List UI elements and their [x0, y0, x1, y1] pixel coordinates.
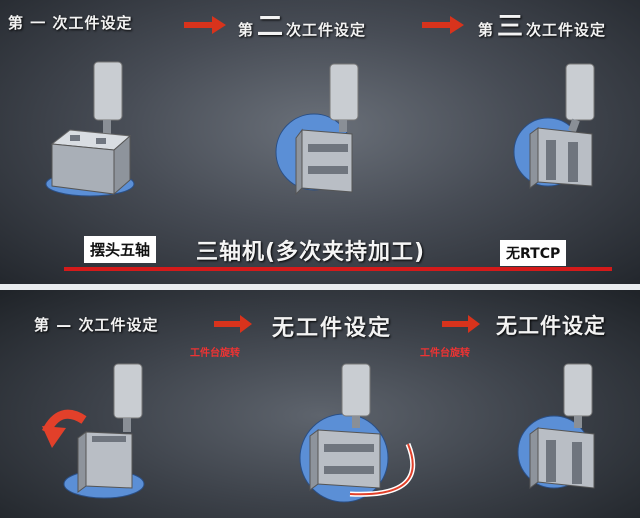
label-no-rtcp: 无RTCP: [500, 240, 567, 266]
top-panel: 第 一 次工件设定 第二次工件设定 第三次工件设定: [0, 0, 640, 284]
caption-three-axis: 三轴机(多次夹持加工): [196, 240, 426, 265]
label-head-five-axis: 摆头五轴: [84, 236, 157, 263]
rotation-arrow-icon: [349, 443, 414, 496]
spindle-icon: [329, 63, 359, 132]
sub-table-rotate-1: 工件台旋转: [190, 348, 240, 359]
machine-illustration: [41, 363, 145, 499]
arrow-right-icon: [214, 315, 252, 333]
bottom-panel: 第 — 次工件设定 工件台旋转 无工件设定 工件台旋转 无工件设定: [0, 290, 640, 518]
machine-illustration: [45, 61, 135, 197]
workpiece-icon: [529, 427, 595, 489]
panel-divider: [0, 284, 640, 290]
arrow-right-icon: [442, 315, 480, 333]
bottom-step-1: 第 — 次工件设定: [34, 316, 159, 334]
workpiece-icon: [50, 129, 132, 196]
spindle-icon: [341, 363, 371, 428]
sub-table-rotate-2: 工件台旋转: [420, 348, 470, 359]
top-step-1: 第 一 次工件设定: [8, 14, 133, 32]
machine-illustration: [513, 63, 595, 189]
machine-illustration: [299, 363, 416, 503]
spindle-icon: [113, 363, 143, 432]
workpiece-icon: [295, 128, 353, 196]
arrow-right-icon: [184, 16, 226, 34]
machine-illustration: [275, 63, 359, 196]
spindle-icon: [563, 363, 593, 428]
top-step-2: 第二次工件设定: [238, 12, 367, 42]
top-step-3: 第三次工件设定: [478, 12, 607, 42]
bottom-step-3: 无工件设定: [496, 314, 606, 338]
bottom-step-2: 无工件设定: [272, 316, 393, 341]
arrow-right-icon: [422, 16, 464, 34]
workpiece-icon: [77, 431, 133, 493]
underline-bar: [64, 267, 612, 271]
workpiece-icon: [529, 127, 593, 189]
spindle-icon: [93, 61, 123, 134]
spindle-icon: [565, 63, 595, 133]
machine-illustration: [517, 363, 595, 489]
workpiece-icon: [309, 429, 381, 491]
